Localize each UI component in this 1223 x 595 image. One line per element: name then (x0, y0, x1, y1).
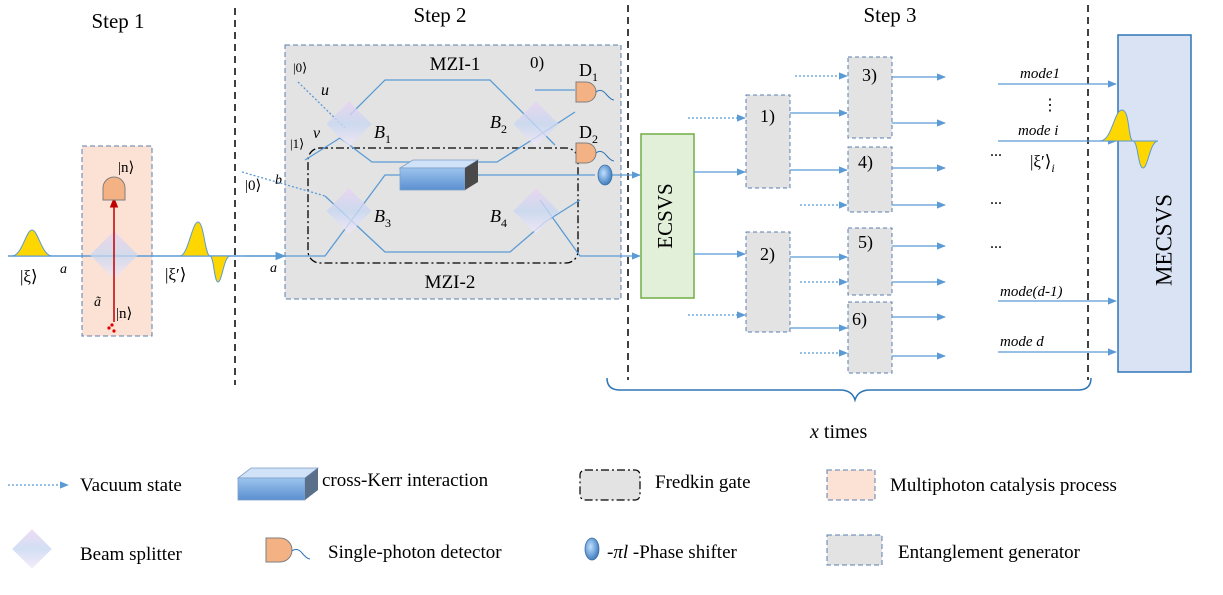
legend-beam-splitter-label: Beam splitter (80, 544, 183, 565)
mzi2-label: MZI-2 (425, 272, 476, 293)
mode-a-label-2: a (270, 261, 277, 276)
output-wavelet (179, 221, 231, 283)
ecsvs-label: ECSVS (653, 183, 677, 248)
d2-label: D2 (579, 122, 598, 146)
generator-5-label: 5) (858, 232, 873, 253)
repeat-brace (606, 377, 1092, 403)
legend-phase-shifter-label: -πl -Phase shifter (607, 542, 738, 563)
ecsvs-box (640, 133, 695, 299)
legend-vacuum-label: Vacuum state (80, 475, 182, 496)
mode-v-path (304, 137, 341, 161)
legend-entanglement-icon (826, 534, 883, 566)
ellipsis-1: ... (990, 143, 1002, 160)
photon-dot (112, 329, 116, 333)
mode-i-state-label: |ξ′⟩i (1030, 152, 1055, 175)
mode-dm1-label: mode(d-1) (1000, 284, 1062, 300)
step3-title: Step 3 (863, 3, 916, 27)
generator-4-label: 4) (858, 152, 873, 173)
mode-a-tilde-label: ã (94, 295, 101, 310)
step2-box-label: 0) (530, 53, 544, 72)
photon-top-label: |n⟩ (118, 160, 134, 176)
mode-b-label: b (275, 173, 282, 188)
detector-d2 (575, 142, 597, 164)
catalysis-detector (102, 176, 126, 201)
beam-splitter-b4 (513, 188, 559, 234)
fredkin-gate-box (307, 147, 579, 264)
mzi2-lower-path (324, 195, 581, 253)
generator-3-label: 3) (862, 65, 877, 86)
generator-3 (847, 56, 893, 139)
mecsvs-box (1117, 34, 1192, 373)
generator-4 (847, 146, 893, 213)
legend-kerr-label: cross-Kerr interaction (322, 470, 489, 491)
step2-output-lower (539, 199, 641, 260)
cross-kerr-block (398, 159, 480, 191)
step2-title: Step 2 (413, 3, 466, 27)
mode-i-label: mode i (1018, 123, 1058, 139)
legend-detector-wire (291, 548, 311, 560)
photon-dot (110, 323, 114, 327)
generator-1 (745, 94, 791, 189)
mode-v-label: v (313, 125, 321, 142)
mzi1-label: MZI-1 (430, 54, 481, 75)
b3-label: B3 (374, 206, 391, 230)
vdots: ⋮ (1042, 97, 1058, 114)
mode-a-label-1: a (60, 262, 67, 277)
output-state-label: |ξ′⟩ (165, 265, 186, 284)
generator-6-label: 6) (852, 309, 867, 330)
generator-1-label: 1) (760, 106, 775, 127)
generator-5 (847, 227, 893, 296)
mzi2-upper-path (245, 174, 595, 257)
b1-label: B1 (374, 122, 391, 146)
legend-detector-icon (265, 537, 293, 563)
generator-2-label: 2) (760, 244, 775, 265)
detector-d2-wire (595, 150, 615, 162)
ket0-top-label: |0⟩ (293, 60, 307, 75)
mecsvs-label: MECSVS (1151, 194, 1176, 286)
ellipsis-2: ... (990, 191, 1002, 208)
b4-label: B4 (490, 206, 507, 230)
mecsvs-wavelet (1099, 109, 1159, 169)
beam-splitter-b3 (326, 188, 372, 234)
mode-b-vacuum (241, 171, 326, 197)
ket0-b-label: |0⟩ (245, 178, 261, 194)
legend-fredkin-label: Fredkin gate (655, 472, 751, 493)
ellipsis-3: ... (990, 235, 1002, 252)
detector-d1-wire (595, 89, 615, 101)
input-pulse (11, 229, 53, 257)
b2-label: B2 (490, 112, 507, 136)
legend-phase-shifter-icon (584, 537, 600, 561)
legend-catalysis-label: Multiphoton catalysis process (890, 475, 1117, 496)
legend-entanglement-label: Entanglement generator (898, 542, 1081, 563)
step1-title: Step 1 (91, 9, 144, 33)
phase-shifter (597, 164, 613, 186)
legend-kerr-icon (236, 467, 320, 501)
mode1-label: mode1 (1020, 66, 1060, 82)
legend-beam-splitter-icon (12, 529, 52, 569)
legend-detector-label: Single-photon detector (328, 542, 502, 563)
ket1-label: |1⟩ (290, 136, 304, 151)
photon-dot (107, 326, 111, 330)
legend-catalysis-icon (826, 469, 876, 501)
mode-u-label: u (321, 82, 329, 99)
legend-fredkin-icon (579, 469, 641, 501)
x-times-label: x times (809, 421, 867, 443)
detector-d1 (575, 81, 597, 103)
generator-2 (745, 231, 791, 333)
input-state-label: |ξ⟩ (20, 267, 38, 286)
photon-bottom-label: |n⟩ (116, 306, 132, 322)
d1-label: D1 (579, 60, 598, 84)
mode-d-label: mode d (1000, 334, 1044, 350)
generator-6 (847, 301, 893, 374)
mode-u-vacuum (297, 81, 346, 129)
